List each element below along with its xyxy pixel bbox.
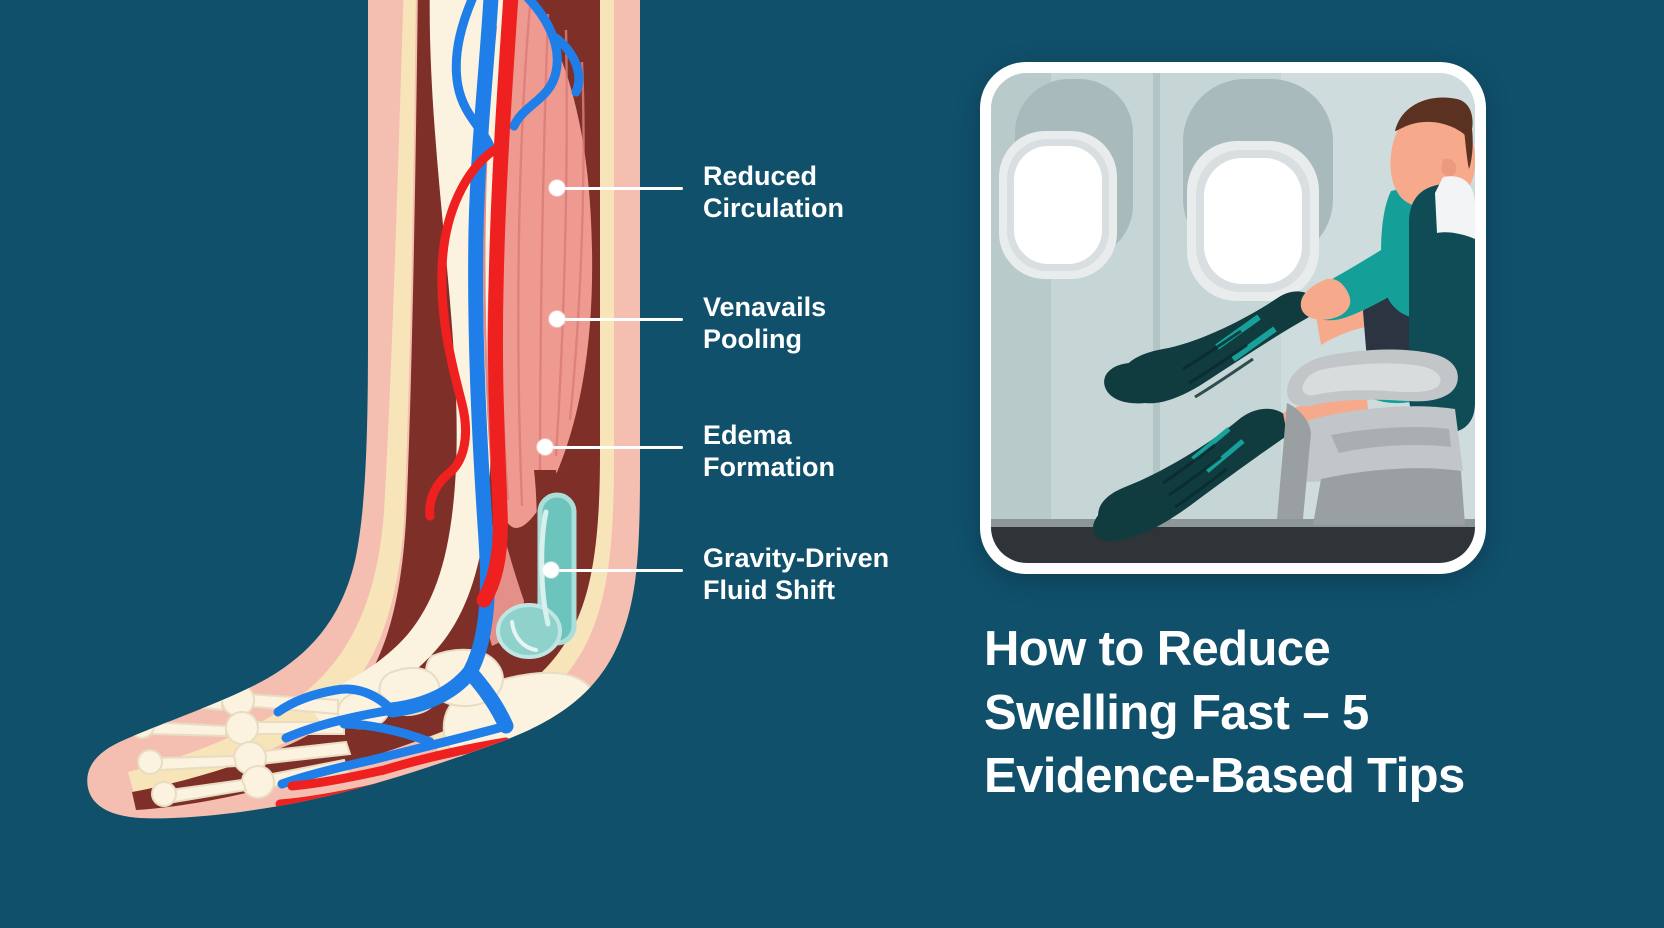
callout-leader-line [559,568,683,572]
title-line-2: Swelling Fast – 5 [984,685,1369,740]
callout-dot-icon [549,311,565,327]
callout-leader-line [565,317,683,321]
callout-gravity-fluid-shift[interactable] [543,562,683,578]
cabin-window-right [1187,141,1319,301]
callout-dot-icon [549,180,565,196]
callout-reduced-circulation[interactable] [549,180,683,196]
callout-label-reduced-circulation: Reduced Circulation [703,161,845,224]
callout-label-edema-formation: Edema Formation [703,420,835,483]
callout-label-venous-pooling: Venavails Pooling [703,292,827,355]
airplane-seat [1277,176,1475,525]
airplane-cabin-scene [991,73,1475,563]
airplane-illustration-card [980,62,1486,574]
cabin-wall-seam [1153,73,1160,543]
callout-label-gravity-fluid-shift: Gravity-Driven Fluid Shift [703,543,890,606]
vein-branches [273,0,584,789]
page-title: How to Reduce Swelling Fast – 5 Evidence… [984,618,1504,809]
callout-edema-formation[interactable] [537,439,683,455]
artery-network [476,0,520,608]
cabin-window-left [999,131,1117,279]
leg-anatomy-illustration [87,0,640,819]
callout-leader-line [565,186,683,190]
airplane-scene-svg [991,73,1475,563]
callout-venous-pooling[interactable] [549,311,683,327]
title-line-3: Evidence-Based Tips [984,749,1465,804]
callout-leader-line [553,445,683,449]
callout-dot-icon [543,562,559,578]
cabin-floor [991,525,1475,563]
bone-layer [306,0,506,724]
callout-dot-icon [537,439,553,455]
title-line-1: How to Reduce [984,622,1331,676]
